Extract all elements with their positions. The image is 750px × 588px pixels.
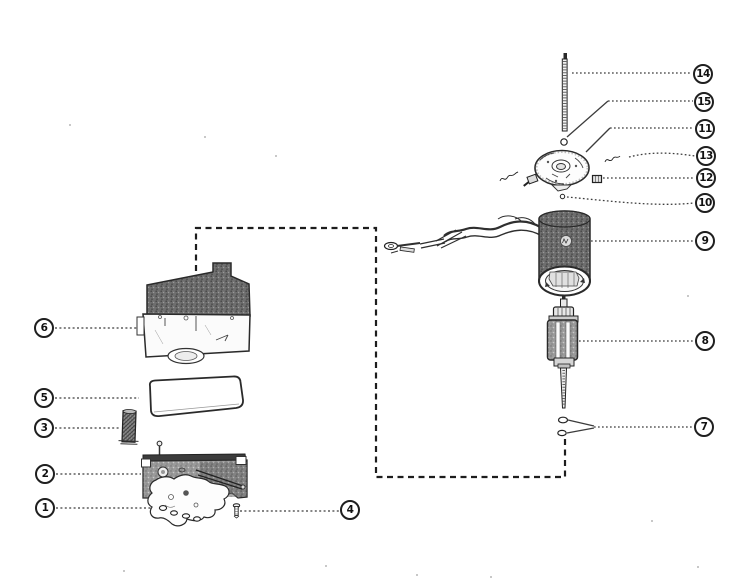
leader-line-15 bbox=[566, 100, 693, 138]
callout-4: 4 bbox=[340, 500, 360, 520]
leader-line-10 bbox=[566, 196, 695, 205]
part-5-cover-plate-icon bbox=[148, 375, 244, 418]
part-terminal-left-icon bbox=[523, 173, 539, 187]
part-14-through-bolt-icon bbox=[561, 53, 568, 132]
stamped-scribble-right bbox=[604, 155, 621, 163]
part-11-end-cap-icon bbox=[499, 149, 621, 192]
callout-5-label: 5 bbox=[40, 391, 48, 404]
part-8-armature-icon bbox=[546, 296, 579, 409]
scan-specks bbox=[69, 124, 699, 578]
stamped-scribble-left bbox=[499, 171, 519, 182]
gasket-blob-icon bbox=[147, 474, 230, 527]
part-2-lower-housing-icon bbox=[141, 440, 248, 527]
callout-3: 3 bbox=[34, 418, 54, 438]
callout-4-label: 4 bbox=[346, 503, 354, 516]
part-12-terminal-nut-icon bbox=[591, 174, 603, 184]
dashed-connection-box bbox=[194, 226, 567, 479]
part-7-washers-icon bbox=[557, 416, 569, 437]
leader-line-11 bbox=[585, 127, 694, 153]
wire-harness-icon bbox=[383, 215, 543, 254]
callout-5: 5 bbox=[34, 388, 54, 408]
callout-11-label: 11 bbox=[698, 122, 712, 135]
part-9-field-frame-icon bbox=[383, 210, 591, 297]
callout-15: 15 bbox=[694, 92, 714, 112]
part-15-washer-icon bbox=[560, 138, 568, 146]
callout-1-label: 1 bbox=[41, 501, 49, 514]
callout-10: 10 bbox=[695, 193, 715, 213]
callout-10-label: 10 bbox=[698, 196, 712, 209]
part-1-washers-icon bbox=[158, 505, 201, 522]
part-6-upper-housing-icon bbox=[136, 262, 251, 365]
callout-13: 13 bbox=[696, 146, 716, 166]
callout-7: 7 bbox=[694, 417, 714, 437]
callout-12: 12 bbox=[696, 168, 716, 188]
part-4-screw-icon bbox=[232, 503, 241, 519]
callout-3-label: 3 bbox=[40, 421, 48, 434]
callout-15-label: 15 bbox=[697, 95, 711, 108]
callout-7-label: 7 bbox=[700, 420, 708, 433]
leader-line-13 bbox=[628, 152, 696, 158]
callout-1: 1 bbox=[35, 498, 55, 518]
callout-2-label: 2 bbox=[41, 467, 49, 480]
callout-6-label: 6 bbox=[40, 321, 48, 334]
part-3-bushing-icon bbox=[118, 409, 139, 445]
callout-2: 2 bbox=[35, 464, 55, 484]
callout-8-label: 8 bbox=[701, 334, 709, 347]
leader-line-7 bbox=[566, 419, 693, 434]
callout-14-label: 14 bbox=[696, 67, 710, 80]
part-10-screw-icon bbox=[559, 193, 566, 200]
callout-9-label: 9 bbox=[701, 234, 709, 247]
callout-11: 11 bbox=[695, 119, 715, 139]
callout-13-label: 13 bbox=[699, 149, 713, 162]
callout-9: 9 bbox=[695, 231, 715, 251]
leader-lines bbox=[55, 72, 696, 512]
callout-12-label: 12 bbox=[699, 171, 713, 184]
callout-6: 6 bbox=[34, 318, 54, 338]
callout-8: 8 bbox=[695, 331, 715, 351]
callout-14: 14 bbox=[693, 64, 713, 84]
